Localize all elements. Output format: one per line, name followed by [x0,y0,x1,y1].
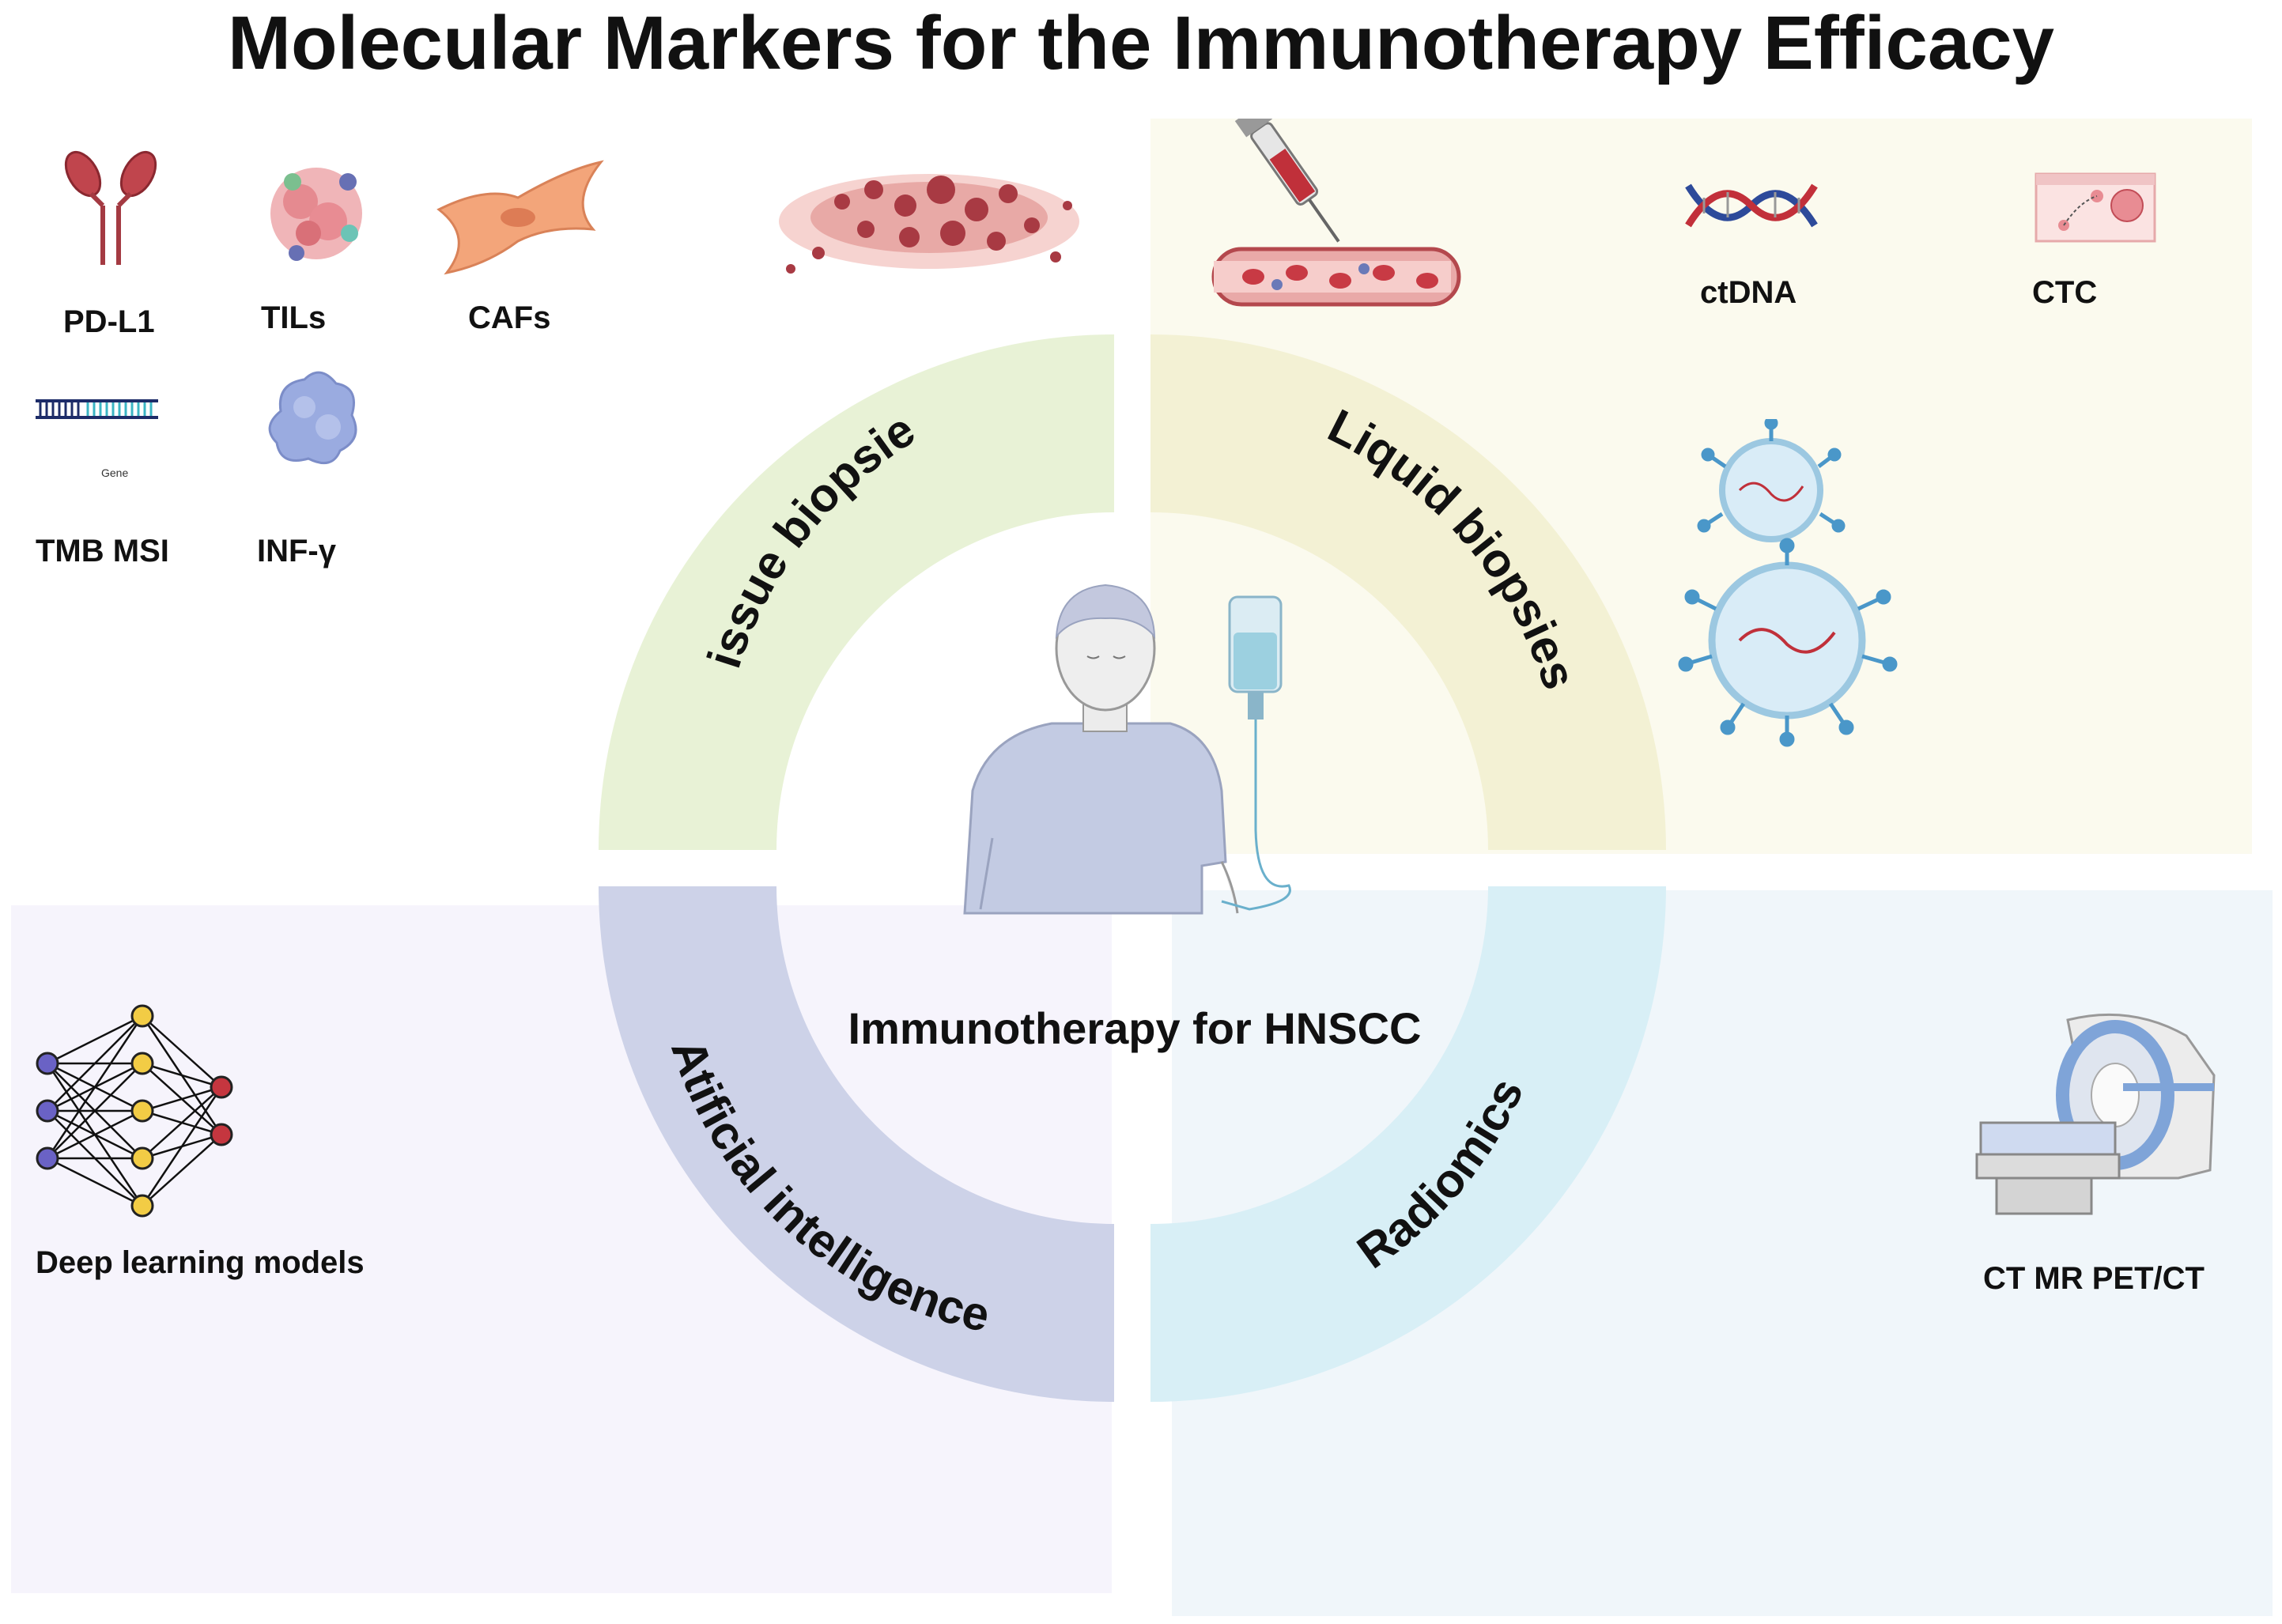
figure-title: Molecular Markers for the Immunotherapy … [228,1,2054,85]
center-label: Immunotherapy for HNSCC [848,1003,1422,1053]
dna-helix-icon [1685,183,1818,228]
exosome-icon [1678,419,1898,747]
neural-network-icon [36,1004,233,1218]
circulating-tumor-cell-icon [2035,172,2156,243]
blood-vessel-syringe-icon [1211,119,1461,307]
gene-strip-icon [36,399,158,419]
ctc-label: CTC [2032,275,2098,310]
tmb-msi-label: TMB MSI [36,534,169,568]
radiomics-quadrant [1150,886,1666,1402]
cafs-label: CAFs [468,300,551,335]
patient-iv-icon [963,584,1291,915]
ai-quadrant [599,886,1114,1402]
ct-scanner-icon [1975,1013,2216,1215]
protein-blob-icon [268,371,357,465]
tissue-section-icon [779,174,1079,274]
imaging-label: CT MR PET/CT [1983,1261,2205,1296]
deep-learning-label: Deep learning models [36,1245,365,1280]
gene-label: Gene [101,466,129,479]
tumor-infiltrating-lymphocytes-icon [270,168,362,261]
liquid-quadrant [1150,334,1666,850]
tils-label: TILs [261,300,327,335]
tissue-quadrant [599,334,1114,850]
pdl1-label: PD-L1 [63,304,155,339]
ctdna-label: ctDNA [1700,275,1797,310]
antibody-icon [64,151,157,265]
infg-label: INF-γ [257,534,336,568]
fibroblast-icon [436,160,604,275]
